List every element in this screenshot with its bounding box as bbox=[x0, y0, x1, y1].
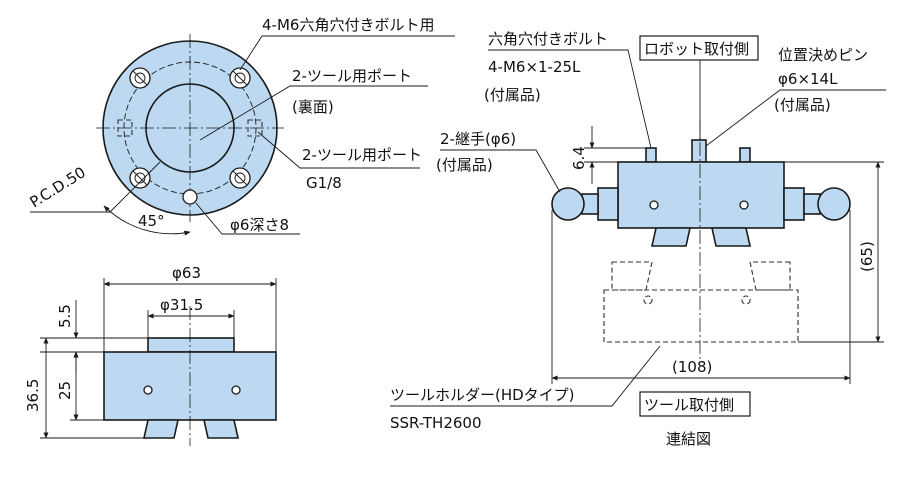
top-view bbox=[30, 34, 455, 236]
label-pcd: P.C.D.50 bbox=[27, 163, 89, 211]
bolt-hole-se bbox=[229, 167, 251, 189]
label-angle: 45° bbox=[138, 212, 165, 230]
label-pin-hole: φ6深さ8 bbox=[230, 216, 289, 234]
dim-body: 25 bbox=[56, 381, 74, 400]
body-hole-left bbox=[649, 200, 659, 210]
label-robot-side: ロボット取付側 bbox=[644, 40, 749, 58]
dim-total: 36.5 bbox=[24, 379, 42, 412]
leader-bolt bbox=[488, 49, 652, 149]
label-bolt-holes: 4-M6六角穴付きボルト用 bbox=[262, 16, 434, 34]
dim-height: (65) bbox=[858, 241, 876, 272]
label-port-side-sub: G1/8 bbox=[306, 174, 342, 192]
robot-side-box bbox=[639, 35, 759, 61]
body-hole-right bbox=[739, 200, 749, 210]
label-port-side: 2-ツール用ポート bbox=[302, 146, 422, 164]
leader-fitting bbox=[440, 149, 561, 193]
foot-left bbox=[651, 227, 691, 247]
leader-port-back bbox=[199, 85, 428, 141]
label-pin-note: (付属品) bbox=[774, 96, 831, 114]
fitting-left-elbow bbox=[551, 187, 585, 221]
side-foot-right bbox=[203, 419, 239, 439]
leader-robot-side bbox=[640, 59, 701, 140]
label-port-back-sub: (裏面) bbox=[292, 98, 334, 116]
angle-arc bbox=[103, 205, 191, 236]
port-right bbox=[247, 119, 263, 137]
label-holder-title: ツールホルダー(HDタイプ) bbox=[390, 386, 575, 404]
label-holder-model: SSR-TH2600 bbox=[390, 414, 482, 432]
leader-pin-hole bbox=[195, 202, 300, 235]
side-hole-left bbox=[143, 385, 153, 395]
label-caption: 連結図 bbox=[666, 430, 711, 448]
bolt-right bbox=[739, 147, 751, 163]
bolt-left bbox=[645, 147, 657, 163]
pcd-leader bbox=[109, 161, 161, 213]
dim-width: (108) bbox=[672, 358, 712, 376]
label-pin-title: 位置決めピン bbox=[778, 46, 868, 64]
holder-body bbox=[603, 289, 799, 343]
label-fitting-note: (付属品) bbox=[436, 156, 493, 174]
label-tool-side: ツール取付側 bbox=[644, 396, 734, 414]
pin-hole bbox=[182, 189, 198, 205]
dim-gap: 6.4 bbox=[570, 146, 588, 170]
holder-hole-left bbox=[643, 295, 653, 305]
tool-side-box bbox=[639, 391, 751, 417]
side-foot-left bbox=[143, 419, 179, 439]
dim-inner: φ31.5 bbox=[160, 296, 203, 314]
bolt-hole-ne bbox=[229, 67, 251, 89]
label-port-back: 2-ツール用ポート bbox=[292, 67, 412, 85]
bolt-hole-sw bbox=[129, 167, 151, 189]
leader-pin bbox=[705, 89, 886, 147]
assembly-view bbox=[390, 35, 886, 417]
leader-bolt-holes bbox=[239, 35, 455, 71]
fitting-right-elbow bbox=[817, 187, 851, 221]
label-fitting-title: 2-継手(φ6) bbox=[440, 130, 516, 148]
side-view bbox=[40, 278, 277, 446]
label-bolt-title: 六角穴付きボルト bbox=[488, 30, 608, 48]
label-bolt-note: (付属品) bbox=[484, 86, 541, 104]
dim-top: 5.5 bbox=[56, 304, 74, 328]
holder-hole-right bbox=[741, 295, 751, 305]
locating-pin bbox=[691, 139, 707, 163]
side-hole-right bbox=[231, 385, 241, 395]
label-bolt-spec: 4-M6×1-25L bbox=[488, 58, 581, 76]
bolt-hole-nw bbox=[129, 67, 151, 89]
leader-holder bbox=[390, 345, 661, 407]
dim-outer: φ63 bbox=[172, 264, 201, 282]
foot-right bbox=[711, 227, 751, 247]
leader-port-side bbox=[257, 131, 420, 169]
side-top-boss bbox=[147, 337, 235, 353]
robot-body bbox=[617, 161, 785, 229]
fitting-right-hex bbox=[783, 187, 805, 221]
fitting-left-hex bbox=[597, 187, 619, 221]
port-left bbox=[117, 119, 133, 137]
label-pin-spec: φ6×14L bbox=[778, 70, 838, 88]
holder-clamp-right bbox=[749, 261, 791, 291]
holder-clamp-left bbox=[611, 261, 653, 291]
